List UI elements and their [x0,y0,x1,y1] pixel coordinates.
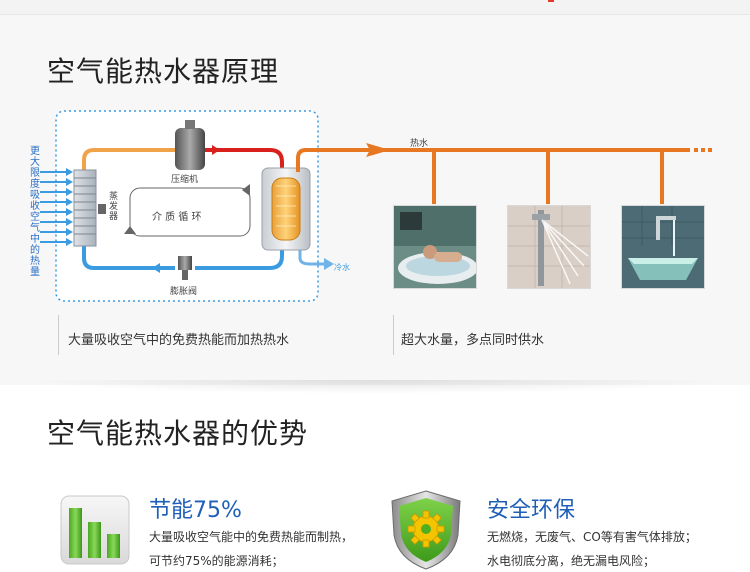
evaporator-icon [73,169,106,247]
shower-photo [507,205,591,289]
safety-title: 安全环保 [487,498,576,523]
compressor-label: 压缩机 [171,175,199,185]
energy-line-1: 大量吸收空气能中的免费热能而制热， [149,530,354,544]
top-accent-mark [548,0,554,2]
water-tank-icon [261,167,311,251]
air-arrow-heads [66,168,73,246]
air-inflow-arrows [40,171,66,243]
bar-chart-icon [60,495,130,565]
shield-gear-icon [391,490,461,570]
flow-arrow-top [212,145,220,155]
caption-right: 超大水量，多点同时供水 [401,333,545,348]
advantages-title: 空气能热水器的优势 [47,417,309,450]
hot-water-arrow [366,143,390,157]
expansion-valve-icon [178,256,192,280]
medium-cycle-label: 介 质 循 环 [152,212,202,223]
compressor-icon [175,120,205,170]
expansion-valve-label: 膨胀阀 [170,287,198,297]
sink-photo [621,205,705,289]
hot-water-pipe [296,148,690,172]
safety-line-1: 无燃烧，无废气、CO等有害气体排放； [487,530,697,544]
bathtub-photo [393,205,477,289]
unit-boundary [55,110,319,302]
caption-left-bar [58,315,59,355]
principle-title: 空气能热水器原理 [47,55,280,88]
medium-cycle-loop [129,187,251,237]
heat-pump-diagram [40,110,712,302]
supply-branches [432,150,664,204]
section-shadow [20,380,730,394]
flow-arrow-bottom [152,263,160,273]
cold-water-pipe [298,250,326,266]
caption-right-bar [393,315,394,355]
cold-refrigerant-pipe [82,240,284,270]
hot-water-label: 热水 [410,139,429,149]
pipe-end-dashes [694,148,712,152]
air-absorb-text: 更大限度吸收空气中的热量 [30,146,40,278]
cold-water-label: 冷水 [334,263,350,272]
top-bar [0,0,750,15]
caption-left: 大量吸收空气中的免费热能而加热热水 [68,333,290,348]
safety-line-2: 水电彻底分离，绝无漏电风险； [487,554,656,568]
hot-refrigerant-pipe [82,148,175,170]
energy-line-2: 可节约75%的能源消耗； [149,554,284,568]
evaporator-label: 蒸发器 [109,192,119,222]
energy-title: 节能75% [149,498,242,523]
hot-discharge-pipe [205,148,284,172]
